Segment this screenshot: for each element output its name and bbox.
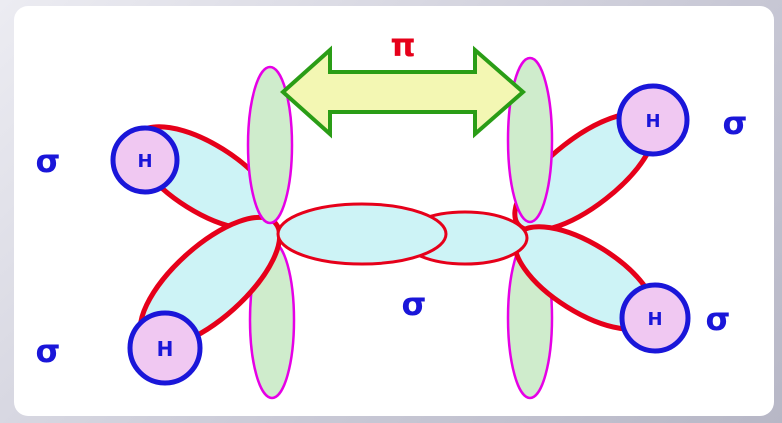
pi-bond-label: π xyxy=(390,26,415,64)
sigma-label-bottom-right: σ xyxy=(706,300,731,338)
hydrogen-atom-top-right: H xyxy=(616,83,690,157)
sigma-label-top-right: σ xyxy=(723,104,748,142)
p-orbital-left-upper xyxy=(246,65,294,225)
hydrogen-label: H xyxy=(647,309,662,330)
hydrogen-atom-bottom-left: H xyxy=(127,310,203,386)
sigma-label-bottom-left: σ xyxy=(36,332,61,370)
sigma-label-center: σ xyxy=(402,285,427,323)
hydrogen-label: H xyxy=(645,111,660,132)
hydrogen-atom-top-left: H xyxy=(110,125,180,195)
hydrogen-label: H xyxy=(137,151,152,172)
hydrogen-label: H xyxy=(157,337,174,361)
hydrogen-atom-bottom-right: H xyxy=(619,282,691,354)
sigma-label-top-left: σ xyxy=(36,142,61,180)
pi-bond-arrow xyxy=(279,45,527,139)
cc-sigma-lobe-left xyxy=(276,202,448,266)
p-orbital-right-upper xyxy=(506,56,554,224)
